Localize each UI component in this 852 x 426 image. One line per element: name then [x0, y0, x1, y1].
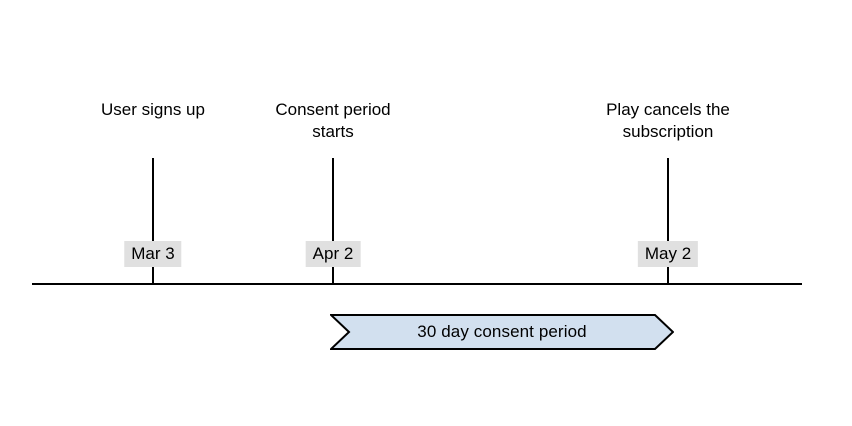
event-stem	[332, 158, 334, 284]
event-title: Play cancels the subscription	[606, 100, 730, 141]
event-stem	[667, 158, 669, 284]
event-date-badge: May 2	[637, 241, 699, 267]
event-date-badge: Mar 3	[124, 241, 182, 267]
timeline-axis	[32, 283, 802, 285]
event-stem	[152, 158, 154, 284]
event-title: User signs up	[101, 100, 205, 119]
event-date-badge: Apr 2	[305, 241, 361, 267]
consent-period-banner: 30 day consent period	[330, 314, 674, 350]
event-title: Consent period starts	[275, 100, 391, 141]
chevron-banner-shape	[330, 314, 674, 350]
banner-label: 30 day consent period	[417, 322, 587, 341]
